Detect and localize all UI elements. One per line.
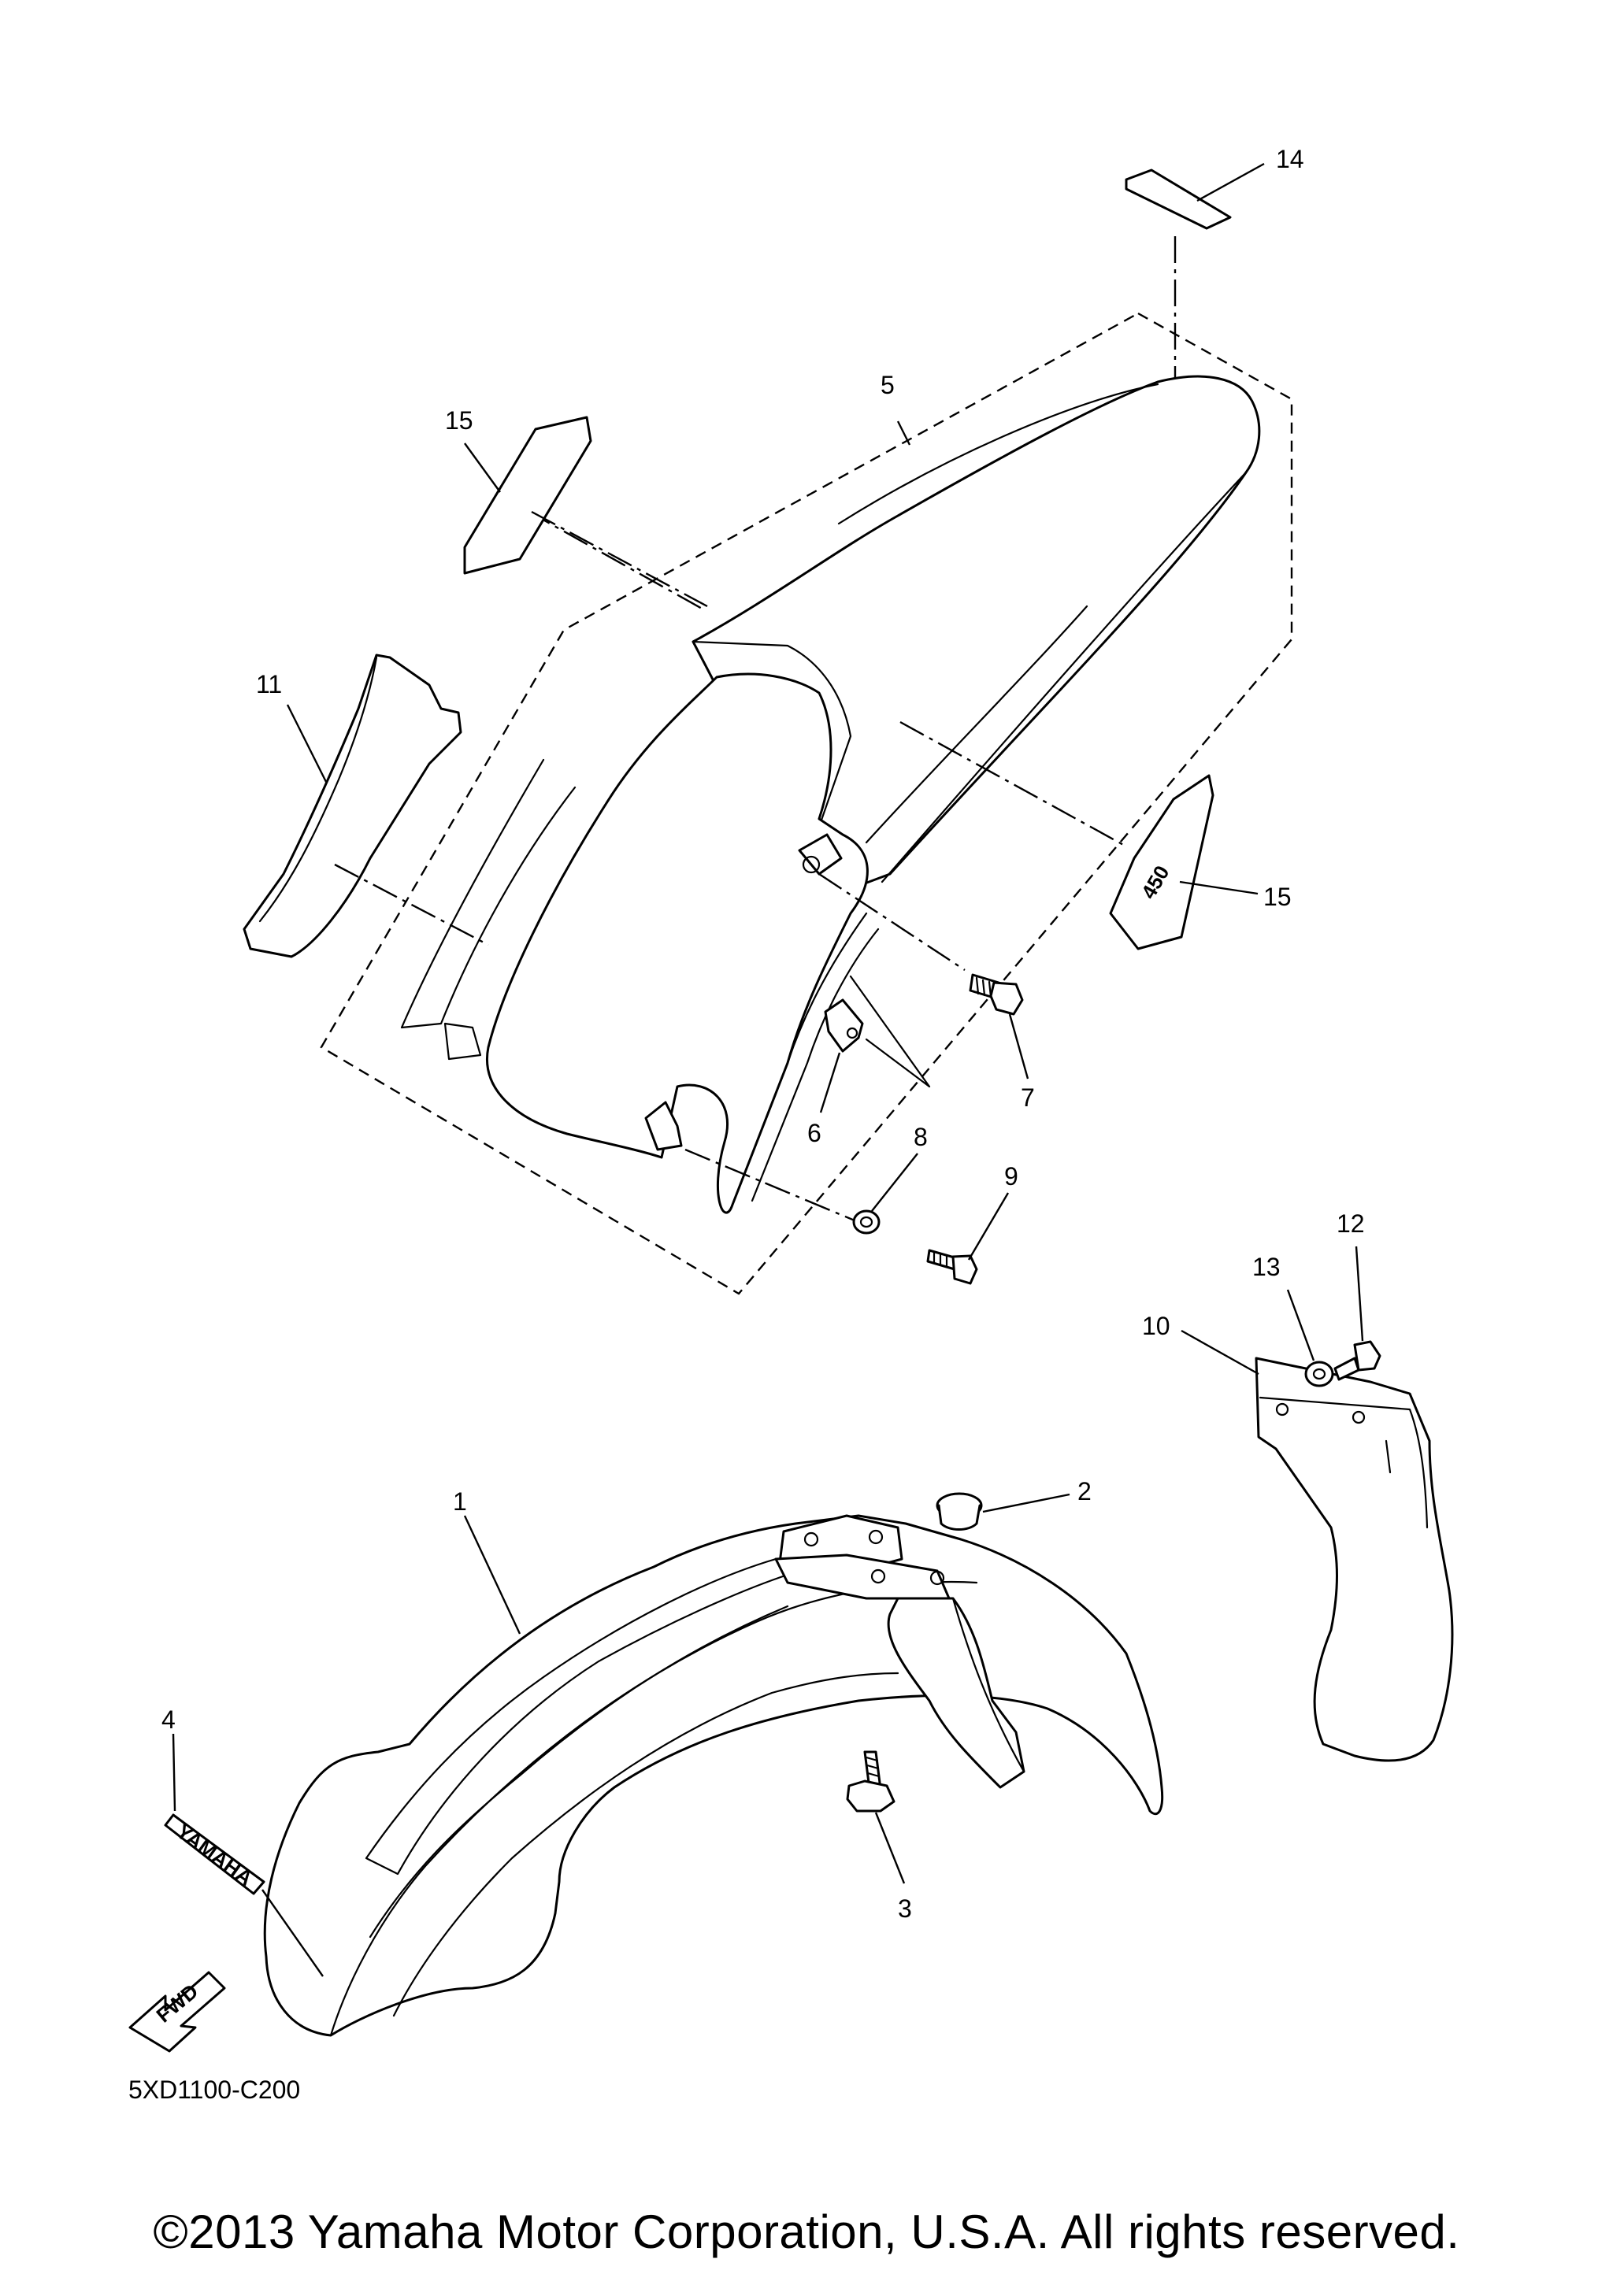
leader-13 <box>1286 1289 1315 1361</box>
callout-15-right: 15 <box>1263 883 1292 911</box>
part-1-fork-brace <box>887 1597 1025 1789</box>
part-11-side-cover <box>243 654 462 958</box>
leader-9 <box>967 1192 1010 1261</box>
callout-1: 1 <box>453 1487 467 1516</box>
callout-9: 9 <box>1004 1162 1018 1191</box>
callout-2: 2 <box>1077 1477 1092 1505</box>
leader-7 <box>1008 1013 1029 1079</box>
part-10-slot <box>1385 1439 1392 1474</box>
leader-4 <box>172 1733 176 1812</box>
part-13-washer <box>1304 1361 1334 1387</box>
callout-11: 11 <box>256 670 282 698</box>
leader-12 <box>1355 1246 1364 1342</box>
part-1-plate-hole-1 <box>803 1531 819 1547</box>
leader-14 <box>1196 162 1265 202</box>
part-1-plate-hole-4 <box>929 1570 945 1586</box>
part-1-front-fender <box>263 1514 1164 2037</box>
leader-3 <box>874 1812 906 1884</box>
callout-14: 14 <box>1276 145 1304 173</box>
part-7-bolt <box>969 973 1024 1016</box>
part-5-fender-lip <box>692 640 852 828</box>
part-12-screw <box>1333 1340 1381 1381</box>
part-11-fold <box>258 656 378 923</box>
callout-10: 10 <box>1142 1312 1170 1340</box>
part-10-hole-1 <box>1275 1402 1289 1416</box>
part-1-ridge-inner <box>392 1672 899 2017</box>
part-14-label <box>1125 168 1232 230</box>
part-5-inner-fender-edge-2 <box>751 928 880 1202</box>
part-15-decal-left <box>463 416 592 575</box>
diagram-code: 5XD1100-C200 <box>128 2076 300 2104</box>
leader-8 <box>871 1153 918 1212</box>
chain-15-left <box>531 510 708 608</box>
part-1-plate-hole-3 <box>870 1568 886 1584</box>
leader-6 <box>819 1052 841 1113</box>
part-5-lower-tab <box>443 1022 482 1061</box>
rear-fender-group-outline <box>320 312 1293 1295</box>
callout-12: 12 <box>1337 1209 1365 1238</box>
chain-8 <box>684 1148 855 1222</box>
callout-13: 13 <box>1252 1253 1281 1281</box>
part-5-inner-fender <box>486 672 869 1214</box>
leader-2 <box>982 1493 1070 1513</box>
part-10-flange <box>1255 1357 1429 1529</box>
part-6-guide <box>849 975 931 1088</box>
part-10-mud-flap <box>1255 1357 1454 1762</box>
callout-3: 3 <box>898 1894 912 1923</box>
part-5-top-ridge <box>837 383 1159 525</box>
leader-1 <box>463 1515 521 1635</box>
leader-15-right <box>1179 880 1259 895</box>
part-5-side-ridge-b <box>865 605 1088 844</box>
leader-5 <box>896 420 911 446</box>
leader-11 <box>286 704 328 784</box>
part-5-inner-flange <box>400 758 577 1029</box>
leader-4b <box>261 1889 324 1977</box>
copyright-notice: ©2013 Yamaha Motor Corporation, U.S.A. A… <box>153 2205 1460 2258</box>
part-14-label-edge <box>1125 187 1208 230</box>
part-5-inner-fender-edge <box>731 912 868 1206</box>
part-1-ridge-mid <box>369 1605 789 1939</box>
part-5-side-ridge-a <box>881 471 1248 883</box>
part-9-bolt <box>926 1249 978 1285</box>
fwd-arrow-icon: FWD <box>128 1971 226 2053</box>
part-3-bolt <box>846 1750 895 1813</box>
callout-7: 7 <box>1021 1083 1035 1112</box>
part-8-collar <box>852 1209 881 1235</box>
svg-text:YAMAHA: YAMAHA <box>172 1820 257 1890</box>
part-5-mount-hole <box>802 855 821 874</box>
chain-7 <box>818 872 966 972</box>
part-5-rear-mount <box>644 1101 683 1151</box>
part-4-yamaha-decal: YAMAHA <box>164 1813 265 1895</box>
callout-5: 5 <box>881 371 895 399</box>
chain-11 <box>334 863 489 946</box>
part-1-plate-hole-2 <box>868 1529 884 1545</box>
part-6-nut <box>824 998 864 1053</box>
leader-10 <box>1181 1329 1259 1376</box>
part-15-decal-right <box>1109 774 1214 950</box>
part-10-hole-2 <box>1352 1410 1366 1424</box>
part-1-fork-brace-edge <box>951 1597 1025 1773</box>
leader-15-left <box>464 443 501 493</box>
callout-6: 6 <box>807 1119 821 1147</box>
callout-4: 4 <box>161 1705 176 1734</box>
chain-5-a <box>525 509 706 612</box>
part-2-grommet <box>936 1492 983 1531</box>
part-5-side-mount <box>798 833 843 876</box>
callout-15-left: 15 <box>445 406 473 435</box>
callout-8: 8 <box>914 1123 928 1151</box>
